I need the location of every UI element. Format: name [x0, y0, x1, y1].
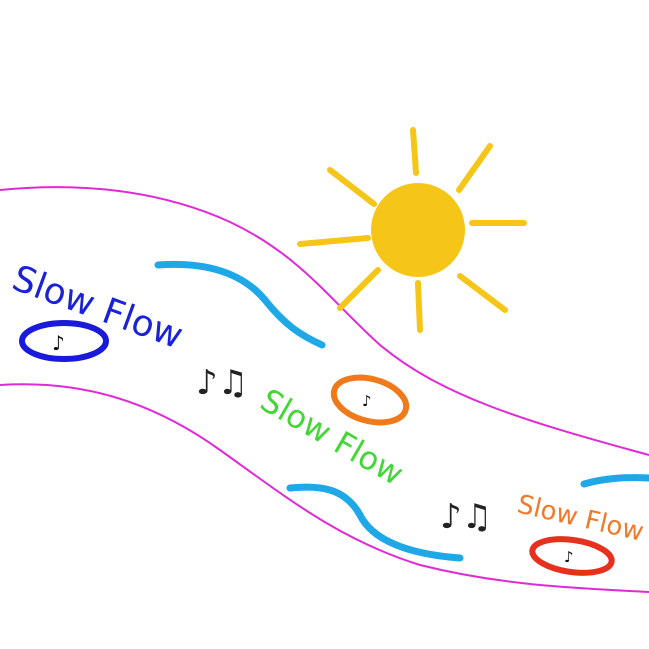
blue-ring — [19, 320, 109, 362]
water-ripple — [580, 474, 649, 488]
music-notes-icon: ♪♫ — [196, 363, 248, 403]
river-top-edge — [0, 186, 649, 456]
music-notes-icon: ♪♫ — [440, 497, 492, 537]
slow-flow-label-blue: Slow Flow — [7, 258, 188, 357]
music-note-icon: ♪ — [564, 548, 574, 566]
red-ring — [529, 536, 615, 576]
sun-icon — [297, 127, 527, 333]
music-note-icon: ♪ — [362, 392, 372, 410]
music-note-icon: ♪ — [52, 331, 65, 355]
river-bottom-edge — [0, 383, 649, 593]
orange-ring — [330, 374, 410, 426]
water-ripple — [154, 260, 326, 349]
water-ripple — [286, 483, 464, 562]
